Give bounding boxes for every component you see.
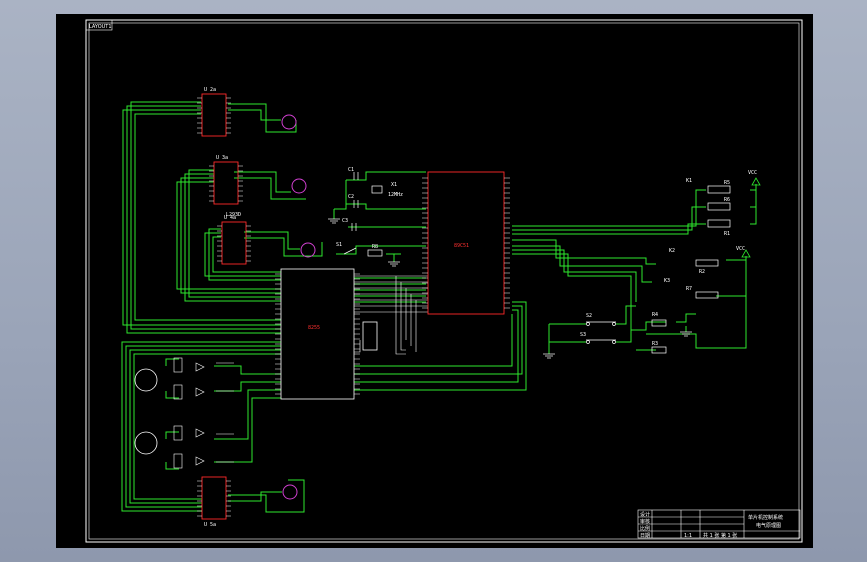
layout-tab — [85, 19, 113, 31]
vcc-label: VCC — [748, 170, 757, 176]
drawing-border — [85, 19, 803, 543]
driver-chip-1 — [201, 93, 227, 137]
switch-label: S2 — [586, 313, 592, 319]
sheet-count: 共 1 张 第 1 张 — [703, 532, 737, 539]
title-row-label: 比例 — [640, 525, 650, 532]
drawing-scale: 1:1 — [684, 533, 692, 539]
relay-label: K1 — [686, 178, 692, 184]
driver-chip-4 — [201, 476, 227, 520]
motor-icon — [134, 368, 158, 392]
inner-border — [88, 22, 800, 540]
wire — [130, 101, 281, 330]
motors — [281, 114, 316, 500]
motor-icon — [282, 484, 298, 500]
resistor-label: R8 — [372, 244, 378, 250]
address-bus — [354, 275, 428, 355]
chip-label: U 2a — [204, 87, 216, 93]
title-row-label: 日期 — [640, 533, 650, 539]
motor-icon — [300, 242, 316, 258]
driver-stages — [173, 357, 234, 469]
relay-label: K2 — [669, 248, 675, 254]
vcc-symbols — [741, 177, 761, 258]
resistor-label: R5 — [724, 180, 730, 186]
oscillator — [351, 172, 383, 231]
cap-label: C1 — [348, 167, 354, 173]
cap-label: C2 — [348, 194, 354, 200]
switch-symbols — [343, 247, 616, 344]
stepper-motors — [134, 368, 158, 455]
layout-label: LAYOUT1 — [89, 24, 112, 30]
pin-ticks — [275, 177, 510, 395]
switch-label: S1 — [336, 242, 342, 248]
crystal-value: 12MHz — [388, 192, 403, 198]
resistor-label: R3 — [652, 341, 658, 347]
title-row-label: 设计 — [640, 511, 650, 518]
cap-label: C3 — [342, 218, 348, 224]
crystal-label: X1 — [391, 182, 397, 188]
title-block — [637, 509, 801, 539]
title-row-label: 审核 — [640, 518, 650, 525]
driver-chip-2 — [213, 161, 239, 205]
motor-icon — [291, 178, 307, 194]
driver-chip-3 — [221, 221, 247, 265]
decoder-chip — [280, 268, 355, 400]
chip-label: U 4a — [224, 215, 236, 221]
driver-pins — [197, 97, 251, 517]
vcc-label: VCC — [736, 246, 745, 252]
resistor-label: R2 — [699, 269, 705, 275]
drawing-sheet: LAYOUT1 — [56, 14, 813, 548]
switch-label: S3 — [580, 332, 586, 338]
ground-symbols — [328, 218, 692, 359]
decoder-label: 8255 — [308, 325, 320, 331]
schematic-canvas: LAYOUT1 — [85, 19, 803, 543]
resistor-label: R6 — [724, 197, 730, 203]
chip-label: U 3a — [216, 155, 228, 161]
resistor-label: R1 — [724, 231, 730, 237]
wire-network — [121, 101, 757, 513]
chip-sub: L293D — [226, 212, 241, 218]
mcu-label: 89C51 — [454, 243, 469, 249]
motor-icon — [134, 431, 158, 455]
drawing-title: 单片机控制系统 — [748, 514, 783, 521]
logic-chip — [362, 321, 378, 351]
resistor-bank — [367, 185, 731, 354]
chip-label: U 5a — [204, 522, 216, 528]
resistor-label: R7 — [686, 286, 692, 292]
resistor-label: R4 — [652, 312, 658, 318]
drawing-number: 电气原理图 — [756, 522, 781, 529]
motor-icon — [281, 114, 297, 130]
relay-label: K3 — [664, 278, 670, 284]
